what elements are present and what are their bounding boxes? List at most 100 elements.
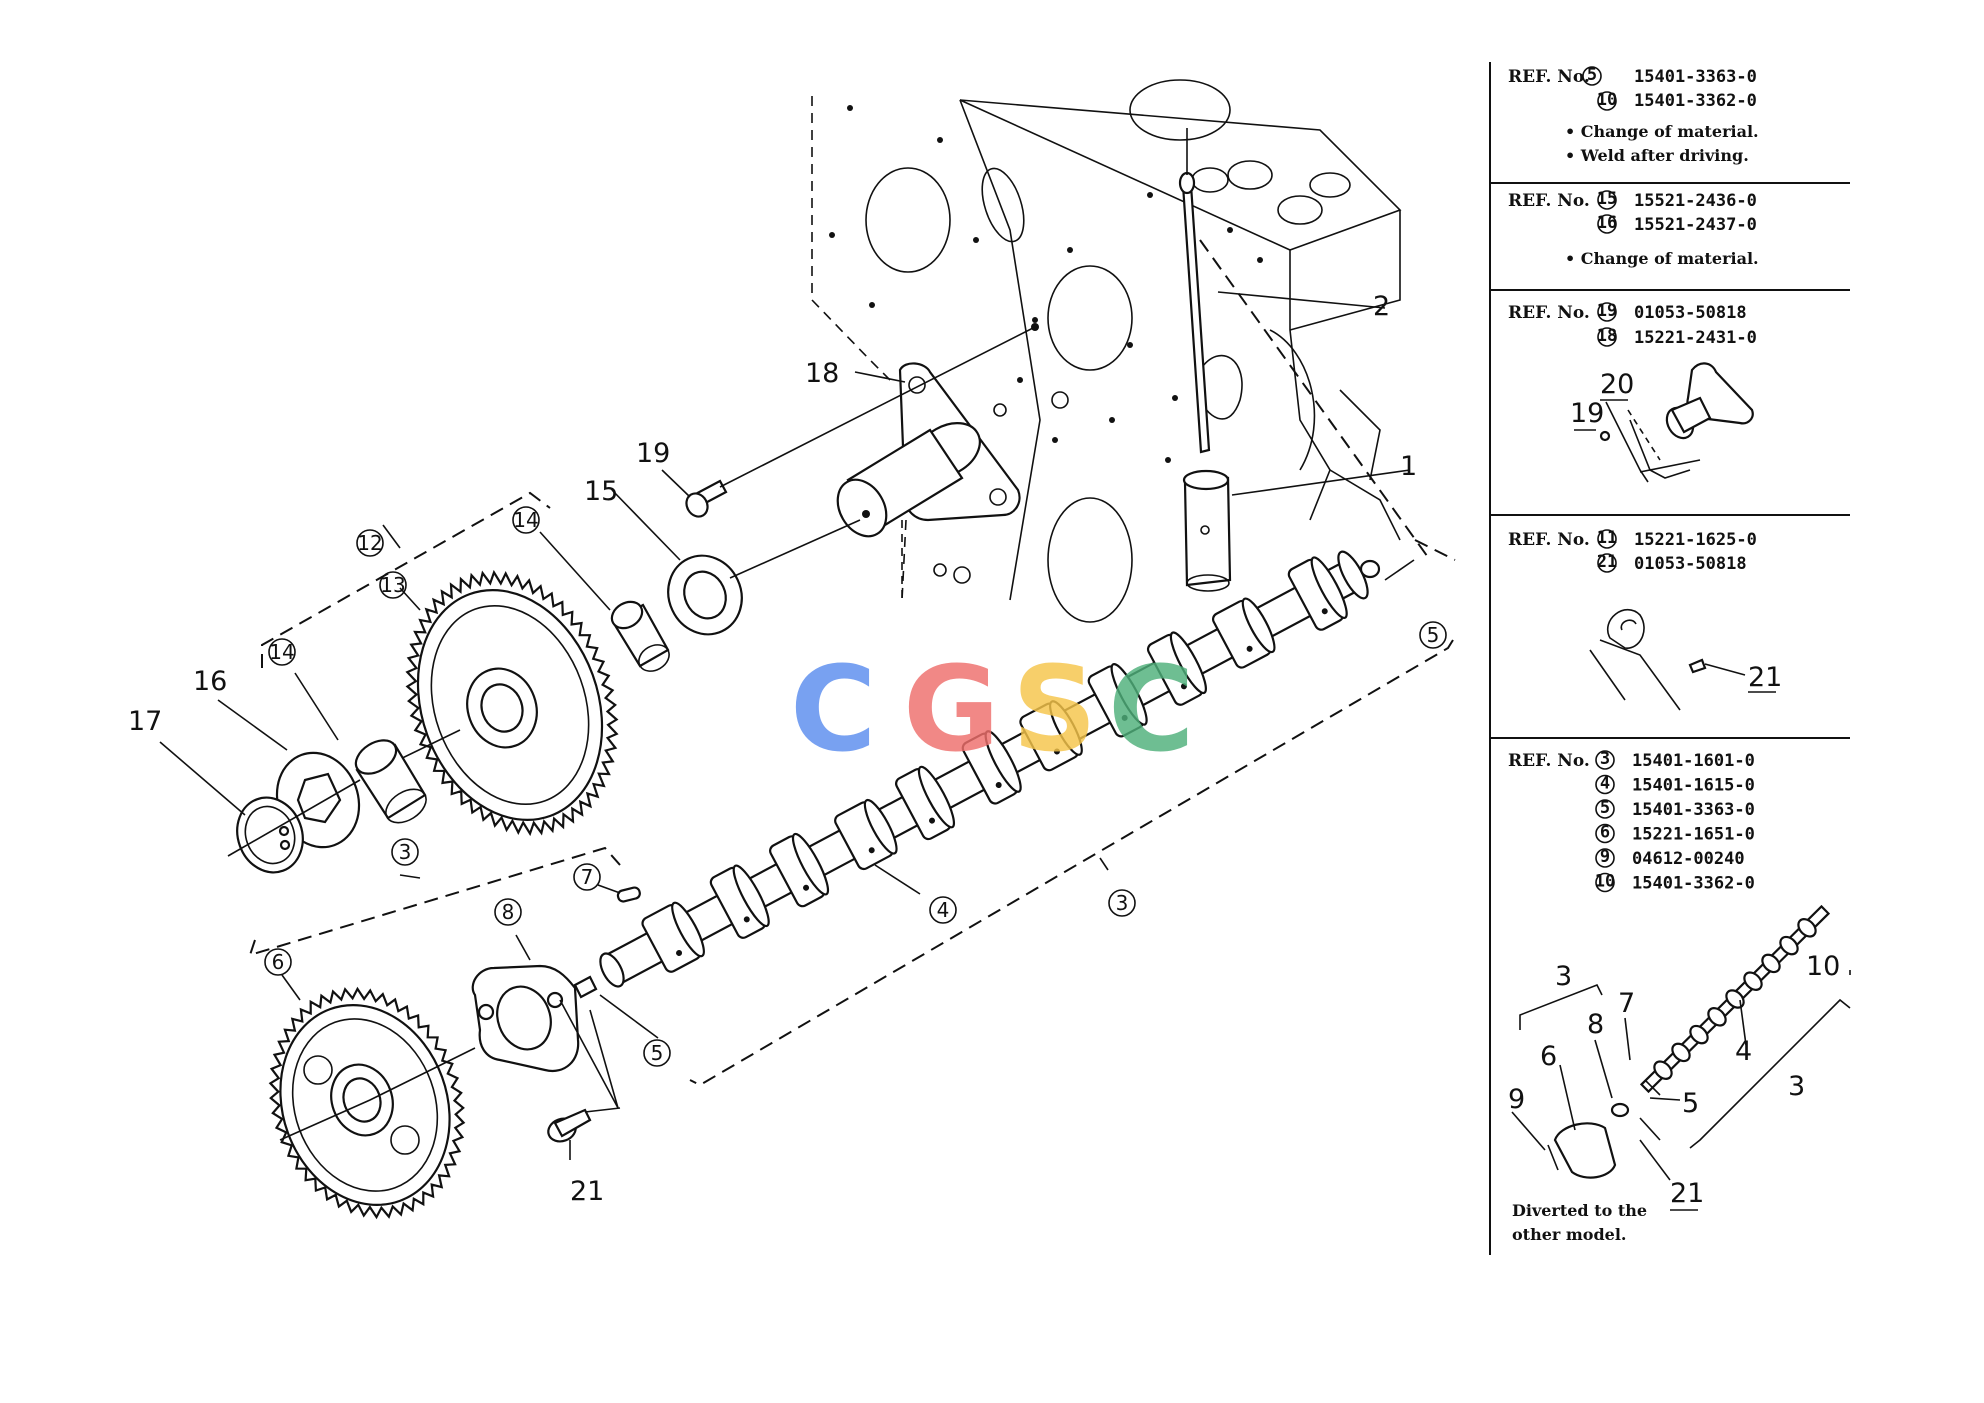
mini-camshaft-lobe <box>1743 971 1763 991</box>
svg-text:3: 3 <box>1555 961 1572 992</box>
circled-callout-8: 8 <box>494 898 522 926</box>
bolt-21 <box>547 1107 621 1143</box>
ref-row-number: 6 <box>1600 823 1610 843</box>
camshaft-lobe <box>1146 631 1207 706</box>
svg-text:10: 10 <box>1806 951 1840 982</box>
leader-lines <box>159 291 1415 1160</box>
camshaft-lobe <box>1087 663 1148 738</box>
svg-text:5: 5 <box>1427 623 1440 647</box>
svg-text:19: 19 <box>1570 398 1604 429</box>
ref-box-1: REF. No. 5 15401-3363-0 10 15401-3362-0 … <box>1508 65 1759 165</box>
svg-text:• Change of material.: • Change of material. <box>1565 249 1759 268</box>
callout-1: 1 <box>1400 451 1417 482</box>
callout-labels: 1 2 18 19 15 16 17 21 12 13 14 14 5 5 <box>128 291 1447 1207</box>
mini-camshaft-lobe <box>1779 935 1799 956</box>
tappet <box>1182 469 1232 592</box>
ref-row-number: 3 <box>1600 749 1610 769</box>
engine-block <box>811 79 1402 623</box>
svg-text:21: 21 <box>1597 552 1617 572</box>
ref-row: 10 15401-3362-0 <box>1595 872 1755 894</box>
ref-box-4-figure: 21 <box>1589 608 1782 711</box>
circled-callout-7: 7 <box>573 863 601 891</box>
camshaft-front-end <box>599 952 625 988</box>
ref-row-part-number: 15401-3362-0 <box>1632 874 1755 894</box>
camshaft <box>599 550 1369 988</box>
ref-box-4: REF. No. 11 15221-1625-0 21 01053-50818 … <box>1508 528 1782 711</box>
camshaft-lobe <box>769 832 830 908</box>
svg-text:3: 3 <box>1788 1071 1805 1102</box>
watermark-letter-3: S <box>1012 640 1097 778</box>
svg-text:15221-2431-0: 15221-2431-0 <box>1634 328 1757 348</box>
ref-row-part-number: 15221-1651-0 <box>1632 825 1755 845</box>
circled-callout-3-left: 3 <box>391 838 419 866</box>
svg-text:19: 19 <box>1597 301 1617 321</box>
ref-row-number: 4 <box>1600 774 1610 794</box>
svg-text:5: 5 <box>651 1041 664 1065</box>
callout-15: 15 <box>584 476 618 507</box>
svg-text:01053-50818: 01053-50818 <box>1634 303 1747 323</box>
mini-camshaft-lobe <box>1761 953 1781 974</box>
push-rod <box>1178 128 1211 454</box>
circled-callout-5-rear: 5 <box>1419 621 1447 649</box>
svg-text:6: 6 <box>272 950 285 974</box>
svg-text:15221-1625-0: 15221-1625-0 <box>1634 530 1757 550</box>
camshaft-journal <box>834 798 898 871</box>
mini-camshaft-lobe <box>1725 989 1745 1009</box>
svg-text:9: 9 <box>1508 1084 1525 1115</box>
callout-18: 18 <box>805 358 839 389</box>
svg-text:15401-3362-0: 15401-3362-0 <box>1634 91 1757 111</box>
mini-camshaft <box>1639 904 1831 1094</box>
ref-row-part-number: 15401-1601-0 <box>1632 751 1755 771</box>
mini-camshaft-lobe <box>1707 1007 1727 1027</box>
camshaft-journal <box>1019 700 1083 772</box>
mini-camshaft-lobe <box>1797 918 1817 938</box>
ref-row: 4 15401-1615-0 <box>1595 774 1755 796</box>
watermark-letter-2: G <box>903 640 1000 778</box>
bolt-19 <box>685 323 1039 518</box>
bushing-14-upper <box>610 600 670 672</box>
svg-text:5: 5 <box>1682 1088 1699 1119</box>
svg-text:REF. No.: REF. No. <box>1508 751 1590 771</box>
svg-text:13: 13 <box>380 573 405 597</box>
ref-row-number: 5 <box>1600 798 1610 818</box>
svg-text:• Change of material.: • Change of material. <box>1565 122 1759 141</box>
ref-box-3: REF. No. 19 01053-50818 18 15221-2431-0 … <box>1508 301 1757 483</box>
plug-5-rear <box>1359 559 1381 579</box>
svg-text:15521-2437-0: 15521-2437-0 <box>1634 215 1757 235</box>
svg-text:REF. No.: REF. No. <box>1508 191 1590 211</box>
ref-row-part-number: 15401-1615-0 <box>1632 776 1755 796</box>
svg-text:7: 7 <box>1618 988 1635 1019</box>
circled-callout-14-upper: 14 <box>512 506 540 534</box>
svg-text:REF. No.: REF. No. <box>1508 530 1590 550</box>
ref-row-number: 10 <box>1595 872 1615 892</box>
key-7 <box>616 886 641 903</box>
circled-callout-3-right: 3 <box>1108 889 1136 917</box>
svg-text:6: 6 <box>1540 1041 1557 1072</box>
callout-2: 2 <box>1373 291 1390 322</box>
reference-panel: REF. No. 5 15401-3363-0 10 15401-3362-0 … <box>1489 62 1851 1255</box>
svg-text:other model.: other model. <box>1512 1225 1627 1244</box>
svg-text:14: 14 <box>513 508 538 532</box>
camshaft-lobe <box>709 864 770 939</box>
svg-text:8: 8 <box>1587 1009 1604 1040</box>
callout-17: 17 <box>128 706 162 737</box>
ref-box-2: REF. No. 15 15521-2436-0 16 15521-2437-0… <box>1508 189 1759 268</box>
camshaft-gear <box>268 986 476 1220</box>
camshaft-lobe <box>1287 556 1348 631</box>
ref-row: 6 15221-1651-0 <box>1595 823 1755 845</box>
circled-callout-13: 13 <box>379 571 407 599</box>
svg-text:5: 5 <box>1587 65 1597 85</box>
circled-callout-14-lower: 14 <box>268 638 296 666</box>
svg-text:21: 21 <box>1748 662 1782 693</box>
svg-text:4: 4 <box>1735 1036 1752 1067</box>
circled-callout-5-front: 5 <box>643 1039 671 1067</box>
mini-camshaft-lobe <box>1689 1024 1709 1045</box>
svg-text:15521-2436-0: 15521-2436-0 <box>1634 191 1757 211</box>
circlip-17 <box>227 779 361 874</box>
svg-text:20: 20 <box>1600 369 1634 400</box>
watermark-logo: C G S C <box>790 640 1195 778</box>
camshaft-lobe <box>961 730 1022 805</box>
